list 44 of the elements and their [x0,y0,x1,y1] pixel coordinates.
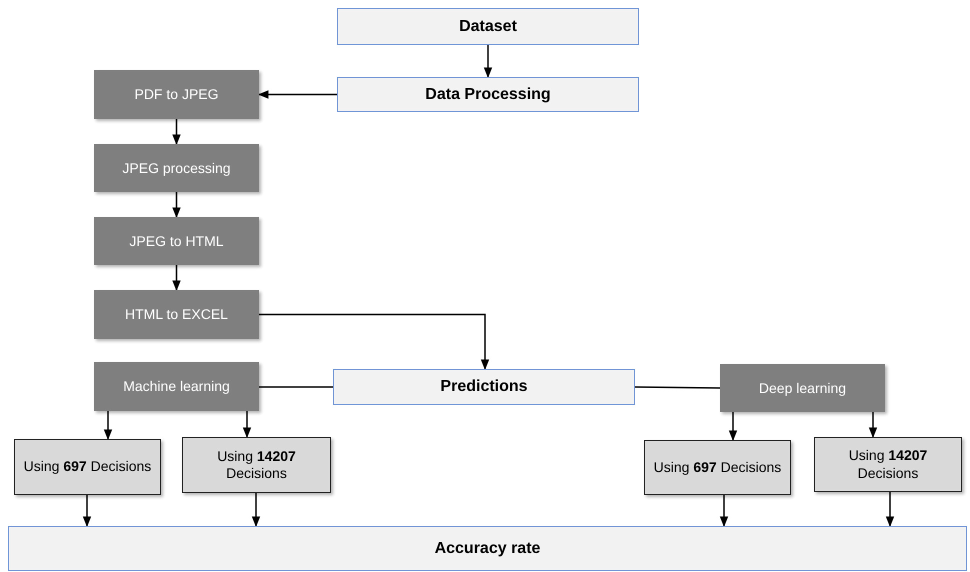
arrow [172,192,181,218]
result-box [644,440,791,495]
arrow [886,492,894,528]
process-box [333,369,635,405]
box-label: Predictions [440,377,528,397]
arrow [82,495,92,528]
connector-line [259,386,333,388]
box-label: JPEG processing [122,158,231,178]
arrow [252,493,260,528]
process-box [337,8,639,45]
step-box [94,70,259,119]
box-label: Data Processing [425,84,551,104]
arrow [258,90,337,99]
arrow [868,412,878,438]
box-label: Machine learning [123,377,230,396]
box-label: JPEG to HTML [129,232,224,250]
arrow [728,412,738,442]
box-label: Using 14207 Decisions [848,447,928,482]
result-box [14,439,161,495]
box-label: Accuracy rate [434,538,540,558]
step-box [94,217,259,265]
box-label: Using 697 Decisions [24,458,152,476]
result-box [814,437,962,492]
box-label: Using 697 Decisions [654,458,782,476]
arrow [172,119,181,146]
process-box [8,526,967,571]
connector-line [634,386,720,389]
arrow [104,411,112,440]
arrow [172,265,181,292]
arrow [242,411,252,438]
step-box [94,362,259,411]
process-box [337,77,639,112]
arrow [259,314,490,370]
step-box [94,144,259,192]
result-box [182,437,331,493]
box-label: PDF to JPEG [134,85,219,104]
arrow [484,45,492,78]
step-box [94,290,259,339]
box-label: Using 14207 Decisions [216,448,297,482]
step-box [720,364,885,412]
box-label: HTML to EXCEL [125,305,228,324]
box-label: Deep learning [758,378,846,398]
box-label: Dataset [459,16,517,36]
arrow [720,495,728,528]
